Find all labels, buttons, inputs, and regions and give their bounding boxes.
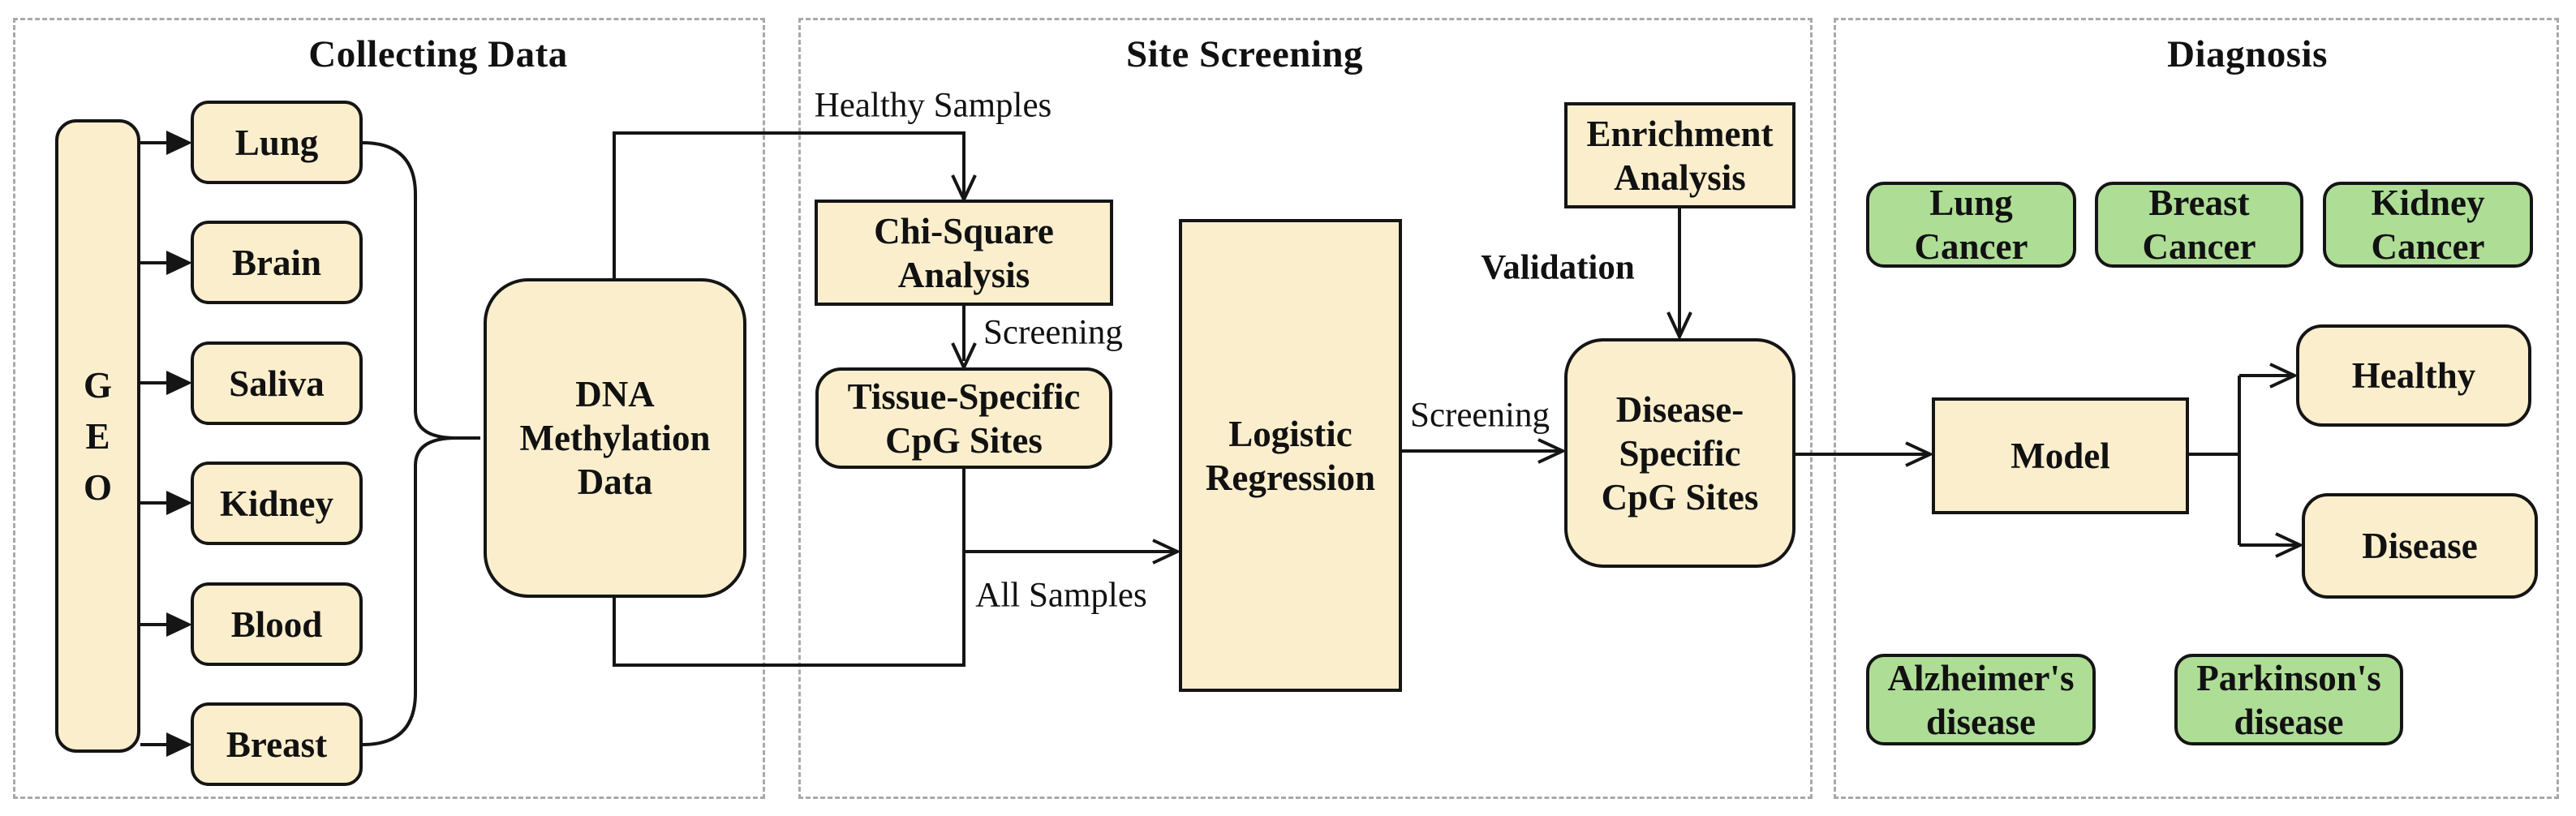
panel-site-screening [798,18,1813,799]
node-logistic-regression: Logistic Regression [1179,219,1402,692]
panel-diagnosis [1834,18,2559,799]
node-tissue-kidney: Kidney [191,462,363,545]
panel-title-diagnosis: Diagnosis [2167,33,2328,75]
node-dna-methylation-data: DNA Methylation Data [484,278,746,598]
arrow-geo-to-breast [140,732,192,757]
panel-title-site-screening: Site Screening [1125,33,1364,75]
node-tissue-specific-cpg-sites: Tissue-Specific CpG Sites [815,367,1112,469]
label-healthy-samples: Healthy Samples [814,86,1052,125]
panel-title-collecting-data: Collecting Data [308,33,568,75]
panel-collecting-data [13,18,765,799]
node-tissue-blood: Blood [191,582,363,666]
node-tissue-brain: Brain [191,221,363,304]
geo-letter: E [85,415,110,457]
arrowhead-healthy [2269,363,2299,389]
node-disease-specific-cpg-sites: Disease- Specific CpG Sites [1564,338,1795,568]
line-dna-bottom-merge [613,469,965,667]
node-model: Model [1932,397,2189,514]
node-disease: Disease [2302,493,2538,599]
node-lung-cancer: Lung Cancer [1866,182,2076,268]
label-all-samples: All Samples [975,576,1147,615]
node-kidney-cancer: Kidney Cancer [2323,182,2533,268]
geo-letter: O [83,466,112,508]
node-tissue-lung: Lung [191,101,363,184]
arrow-geo-to-kidney [140,491,192,515]
line-model-branch [2189,376,2241,545]
arrowhead-disease-specific [1537,438,1567,464]
node-geo: G E O [55,119,140,753]
label-screening-logistic: Screening [1410,396,1550,435]
label-validation: Validation [1481,248,1635,287]
geo-letter: G [83,364,112,406]
arrow-geo-to-blood [140,612,192,637]
arrowhead-validation [1666,311,1692,341]
node-tissue-breast: Breast [191,702,363,786]
line-dna-to-chi-square [613,131,965,278]
node-tissue-saliva: Saliva [191,341,363,425]
node-alzheimers-disease: Alzheimer's disease [1866,654,2096,745]
arrowhead-logistic [1152,539,1181,565]
brace-tissues-bottom [362,436,457,746]
node-enrichment-analysis: Enrichment Analysis [1564,102,1795,208]
arrowhead-disease [2275,532,2304,558]
arrow-geo-to-saliva [140,371,192,395]
arrowhead-model [1905,441,1934,467]
node-chi-square-analysis: Chi-Square Analysis [815,200,1113,306]
node-parkinsons-disease: Parkinson's disease [2174,654,2403,745]
arrow-geo-to-lung [140,131,192,155]
arrow-geo-to-brain [140,251,192,275]
brace-tissues-top [362,141,480,440]
label-screening-chi: Screening [983,313,1123,352]
node-breast-cancer: Breast Cancer [2095,182,2303,268]
node-healthy: Healthy [2296,324,2531,427]
